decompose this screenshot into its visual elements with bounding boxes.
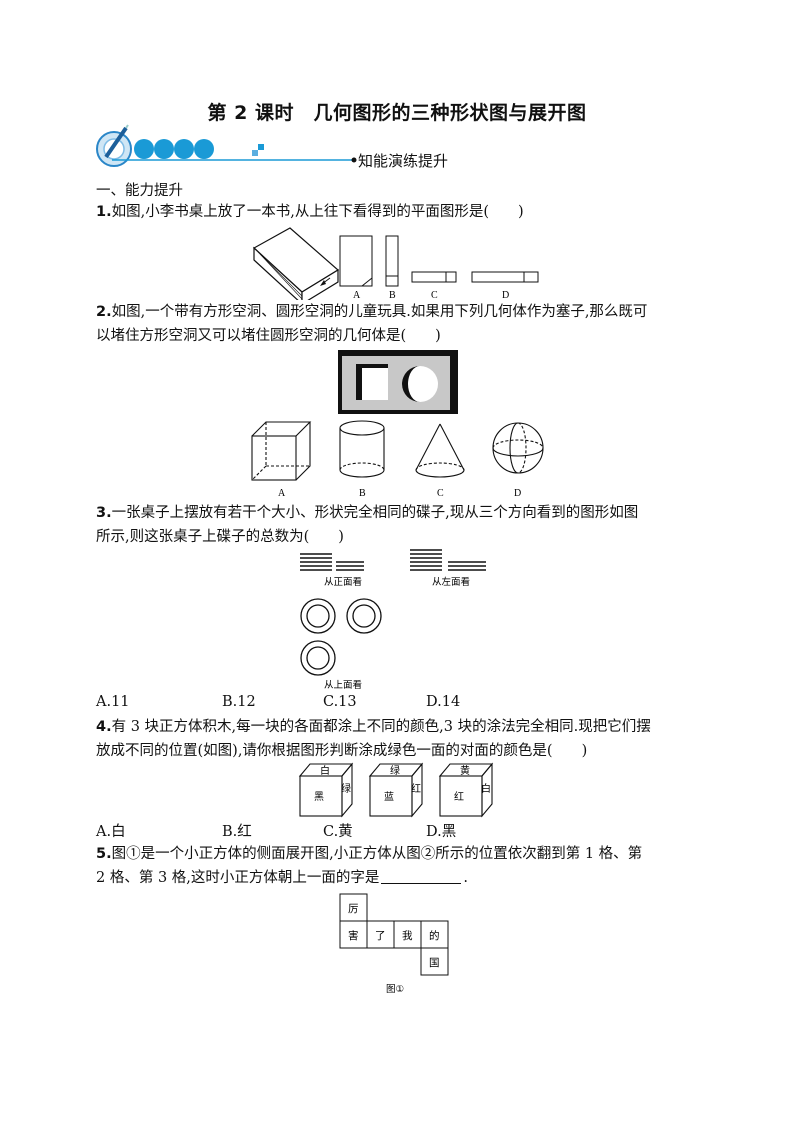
q3-option-b: B.12 (222, 694, 256, 710)
net-cell-6: 国 (429, 957, 440, 969)
q3-option-a: A.11 (96, 694, 130, 710)
cylinder-icon (339, 420, 385, 478)
square-hole-icon (356, 364, 388, 400)
top-view-plates (300, 598, 382, 676)
cube-2 (368, 762, 424, 818)
q1-label-c: C (431, 290, 438, 300)
q4-option-c: C.黄 (323, 824, 353, 840)
page-title: 第 2 课时 几何图形的三种形状图与展开图 (207, 102, 587, 124)
q1-label-a: A (353, 290, 361, 300)
left-view-caption: 从左面看 (432, 576, 470, 588)
cube-3-top: 黄 (460, 764, 470, 777)
question-2: 2.如图,一个带有方形空洞、圆形空洞的儿童玩具.如果用下列几何体作为塞子,那么既… (96, 304, 648, 344)
cube-2-front: 蓝 (384, 791, 394, 803)
q4-option-b: B.红 (222, 824, 252, 840)
question-5: 5.图①是一个小正方体的侧面展开图,小正方体从图②所示的位置依次翻到第 1 格、… (96, 846, 643, 886)
q1-label-b: B (389, 290, 396, 300)
cube-3-front: 红 (454, 790, 464, 803)
question-3: 3.一张桌子上摆放有若干个大小、形状完全相同的碟子,现从三个方向看到的图形如图所… (96, 505, 639, 545)
question-1: 1.如图,小李书桌上放了一本书,从上往下看得到的平面图形是( ) (96, 204, 524, 220)
front-view-plates (300, 553, 364, 571)
option-b-shape (385, 235, 399, 287)
cube-2-side: 红 (411, 782, 421, 795)
toy-board-figure (338, 350, 458, 414)
cube-1-front: 黑 (314, 791, 324, 803)
option-c-shape (411, 271, 457, 283)
option-a-shape (339, 235, 373, 287)
circle-hole-icon (402, 366, 438, 402)
q1-label-d: D (502, 290, 509, 300)
net-cell-3: 了 (375, 930, 386, 942)
q5-net-figure: 厉 害 了 我 的 国 图① (339, 893, 449, 995)
book-illustration (252, 227, 340, 300)
cube-1-side: 绿 (341, 782, 351, 795)
pencil-logo-icon (96, 124, 132, 167)
q2-label-c: C (437, 488, 444, 499)
cube-1 (298, 762, 354, 818)
q2-label-a: A (278, 488, 286, 499)
cube-3 (438, 762, 494, 818)
q4-cubes: 白 黑 绿 绿 蓝 红 黄 红 白 (298, 762, 494, 818)
net-cell-5: 的 (429, 929, 440, 942)
net-cell-1: 厉 (348, 903, 359, 915)
cube-2-top: 绿 (390, 764, 400, 777)
q2-label-b: B (359, 488, 366, 499)
top-view-caption: 从上面看 (324, 679, 362, 691)
front-view-caption: 从正面看 (324, 576, 362, 588)
cube-3-side: 白 (481, 782, 491, 795)
cube-icon (251, 421, 312, 481)
option-d-shape (471, 271, 539, 283)
answer-blank[interactable] (381, 883, 462, 884)
q3-option-c: C.13 (323, 694, 357, 710)
q2-label-d: D (514, 488, 521, 499)
banner-label: 知能演练提升 (358, 152, 449, 170)
cone-icon (415, 423, 465, 478)
q3-figure: 从正面看 从左面看 从上面看 (300, 549, 486, 691)
q3-option-d: D.14 (426, 694, 461, 710)
q4-option-d: D.黑 (426, 824, 457, 840)
cube-1-top: 白 (320, 764, 330, 777)
left-view-plates (410, 549, 486, 571)
sphere-icon (492, 422, 544, 474)
q1-figure: A B C D (252, 227, 539, 300)
q2-solids: A B C D (251, 420, 544, 499)
net-cell-2: 害 (348, 929, 359, 942)
section-banner (96, 124, 357, 167)
section-heading: 一、能力提升 (96, 183, 183, 199)
q4-option-a: A.白 (96, 824, 126, 840)
question-4: 4.有 3 块正方体积木,每一块的各面都涂上不同的颜色,3 块的涂法完全相同.现… (96, 719, 651, 759)
figure-1-caption: 图① (386, 984, 404, 995)
net-cell-4: 我 (402, 930, 413, 942)
